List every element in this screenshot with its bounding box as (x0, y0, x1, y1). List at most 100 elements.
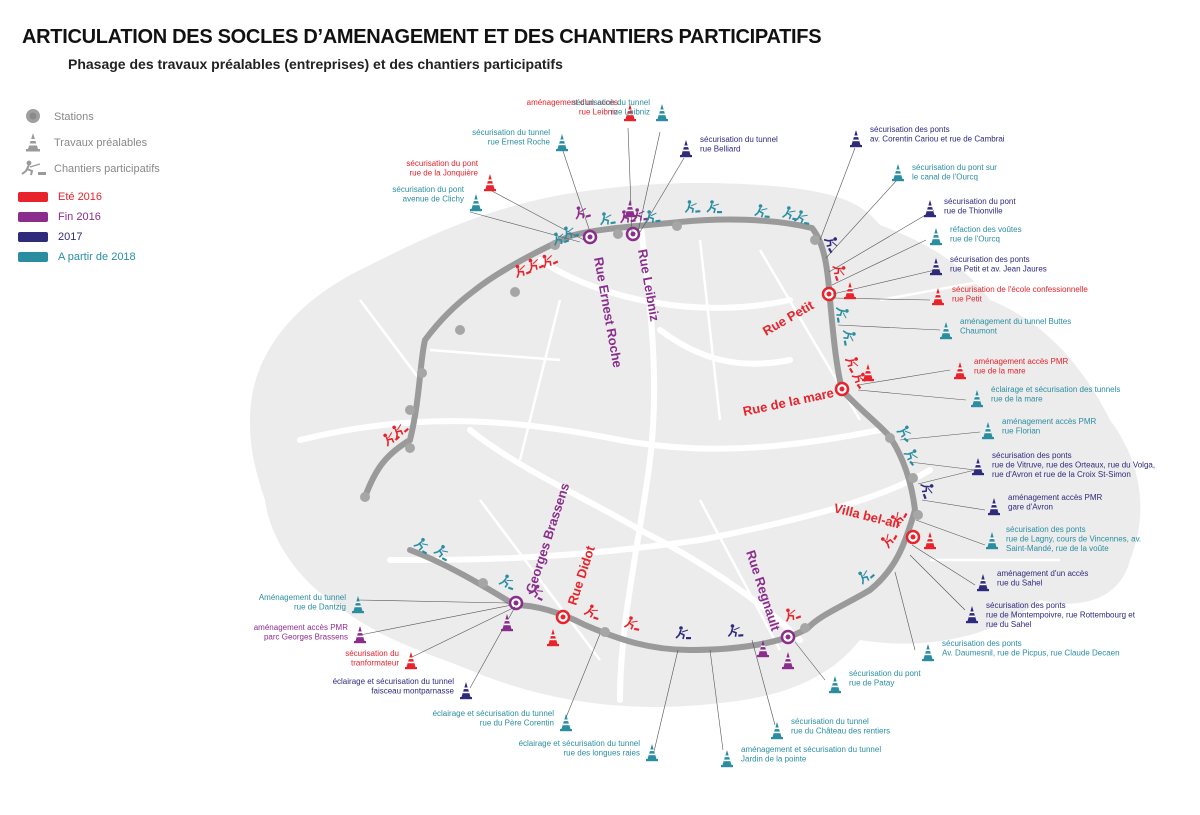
traffic-cone-icon (547, 629, 559, 647)
legend-travaux-label: Travaux préalables (54, 137, 148, 149)
traffic-cone-icon (977, 574, 989, 592)
legend-ete2016-label: Eté 2016 (58, 191, 103, 203)
traffic-cone-icon (624, 104, 636, 122)
worker-icon (433, 545, 449, 562)
worker-icon (528, 584, 544, 601)
worker-icon (675, 626, 691, 640)
traffic-cone-icon (971, 390, 983, 408)
worker-icon (18, 160, 48, 179)
traffic-cone-icon (954, 362, 966, 380)
traffic-cone-icon (656, 104, 668, 122)
legend-chantiers-label: Chantiers participatifs (54, 163, 160, 175)
worker-icon (644, 210, 661, 224)
legend-stations-label: Stations (54, 111, 94, 123)
worker-icon (823, 237, 838, 254)
worker-icon (706, 200, 722, 214)
traffic-cone-icon (721, 750, 733, 768)
worker-icon (782, 206, 798, 221)
traffic-cone-icon (850, 130, 862, 148)
swatch-2017 (18, 232, 48, 242)
worker-icon (842, 330, 856, 346)
traffic-cone-icon (624, 200, 636, 218)
traffic-cone-icon (757, 640, 769, 658)
worker-icon (891, 511, 908, 527)
worker-icon (858, 570, 876, 585)
traffic-cone-icon (829, 676, 841, 694)
station-icon (18, 107, 48, 128)
worker-icon (920, 483, 934, 500)
worker-icon (727, 624, 744, 637)
swatch-2018 (18, 252, 48, 262)
worker-icon (623, 616, 640, 631)
worker-icon (832, 265, 846, 282)
swatch-fin2016 (18, 212, 48, 222)
traffic-cone-icon (982, 422, 994, 440)
legend-fin2016-label: Fin 2016 (58, 211, 101, 223)
traffic-cone-icon (560, 714, 572, 732)
traffic-cone-icon (405, 652, 417, 670)
traffic-cone-icon (922, 644, 934, 662)
worker-icon (392, 424, 410, 439)
worker-icon (575, 206, 592, 220)
legend-fin2016: Fin 2016 (18, 208, 101, 226)
traffic-cone-icon (924, 200, 936, 218)
worker-icon (563, 226, 580, 240)
traffic-cone-icon (501, 614, 513, 632)
traffic-cone-icon (988, 498, 1000, 516)
traffic-cone-icon (844, 282, 856, 300)
worker-icon (896, 425, 912, 443)
legend-2018-label: A partir de 2018 (58, 251, 136, 263)
worker-icon (600, 212, 616, 226)
city-area (250, 183, 1141, 707)
traffic-cone-icon (930, 258, 942, 276)
site-stations (508, 226, 921, 645)
worker-icon (553, 232, 570, 246)
legend-2017: 2017 (18, 228, 82, 246)
legend-2017-label: 2017 (58, 231, 83, 243)
traffic-cone-icon (924, 532, 936, 550)
worker-icon (583, 604, 599, 621)
traffic-cone-icon (892, 164, 904, 182)
traffic-cone-icon (470, 194, 482, 212)
page-title: ARTICULATION DES SOCLES D’AMENAGEMENT ET… (22, 26, 822, 48)
traffic-cone-icon (966, 606, 978, 624)
legend-chantiers: Chantiers participatifs (18, 160, 160, 178)
worker-icon (844, 357, 859, 374)
worker-icon (528, 258, 545, 273)
worker-icon (413, 538, 429, 555)
traffic-cone-icon (932, 288, 944, 306)
traffic-cone-icon (986, 532, 998, 550)
traffic-cone-icon (556, 134, 568, 152)
traffic-cone-icon (680, 140, 692, 158)
traffic-cone-icon (940, 322, 952, 340)
traffic-cone-icon (930, 228, 942, 246)
page-subtitle: Phasage des travaux préalables (entrepri… (68, 56, 563, 72)
stations (360, 221, 923, 637)
traffic-cone-icon (646, 744, 658, 762)
